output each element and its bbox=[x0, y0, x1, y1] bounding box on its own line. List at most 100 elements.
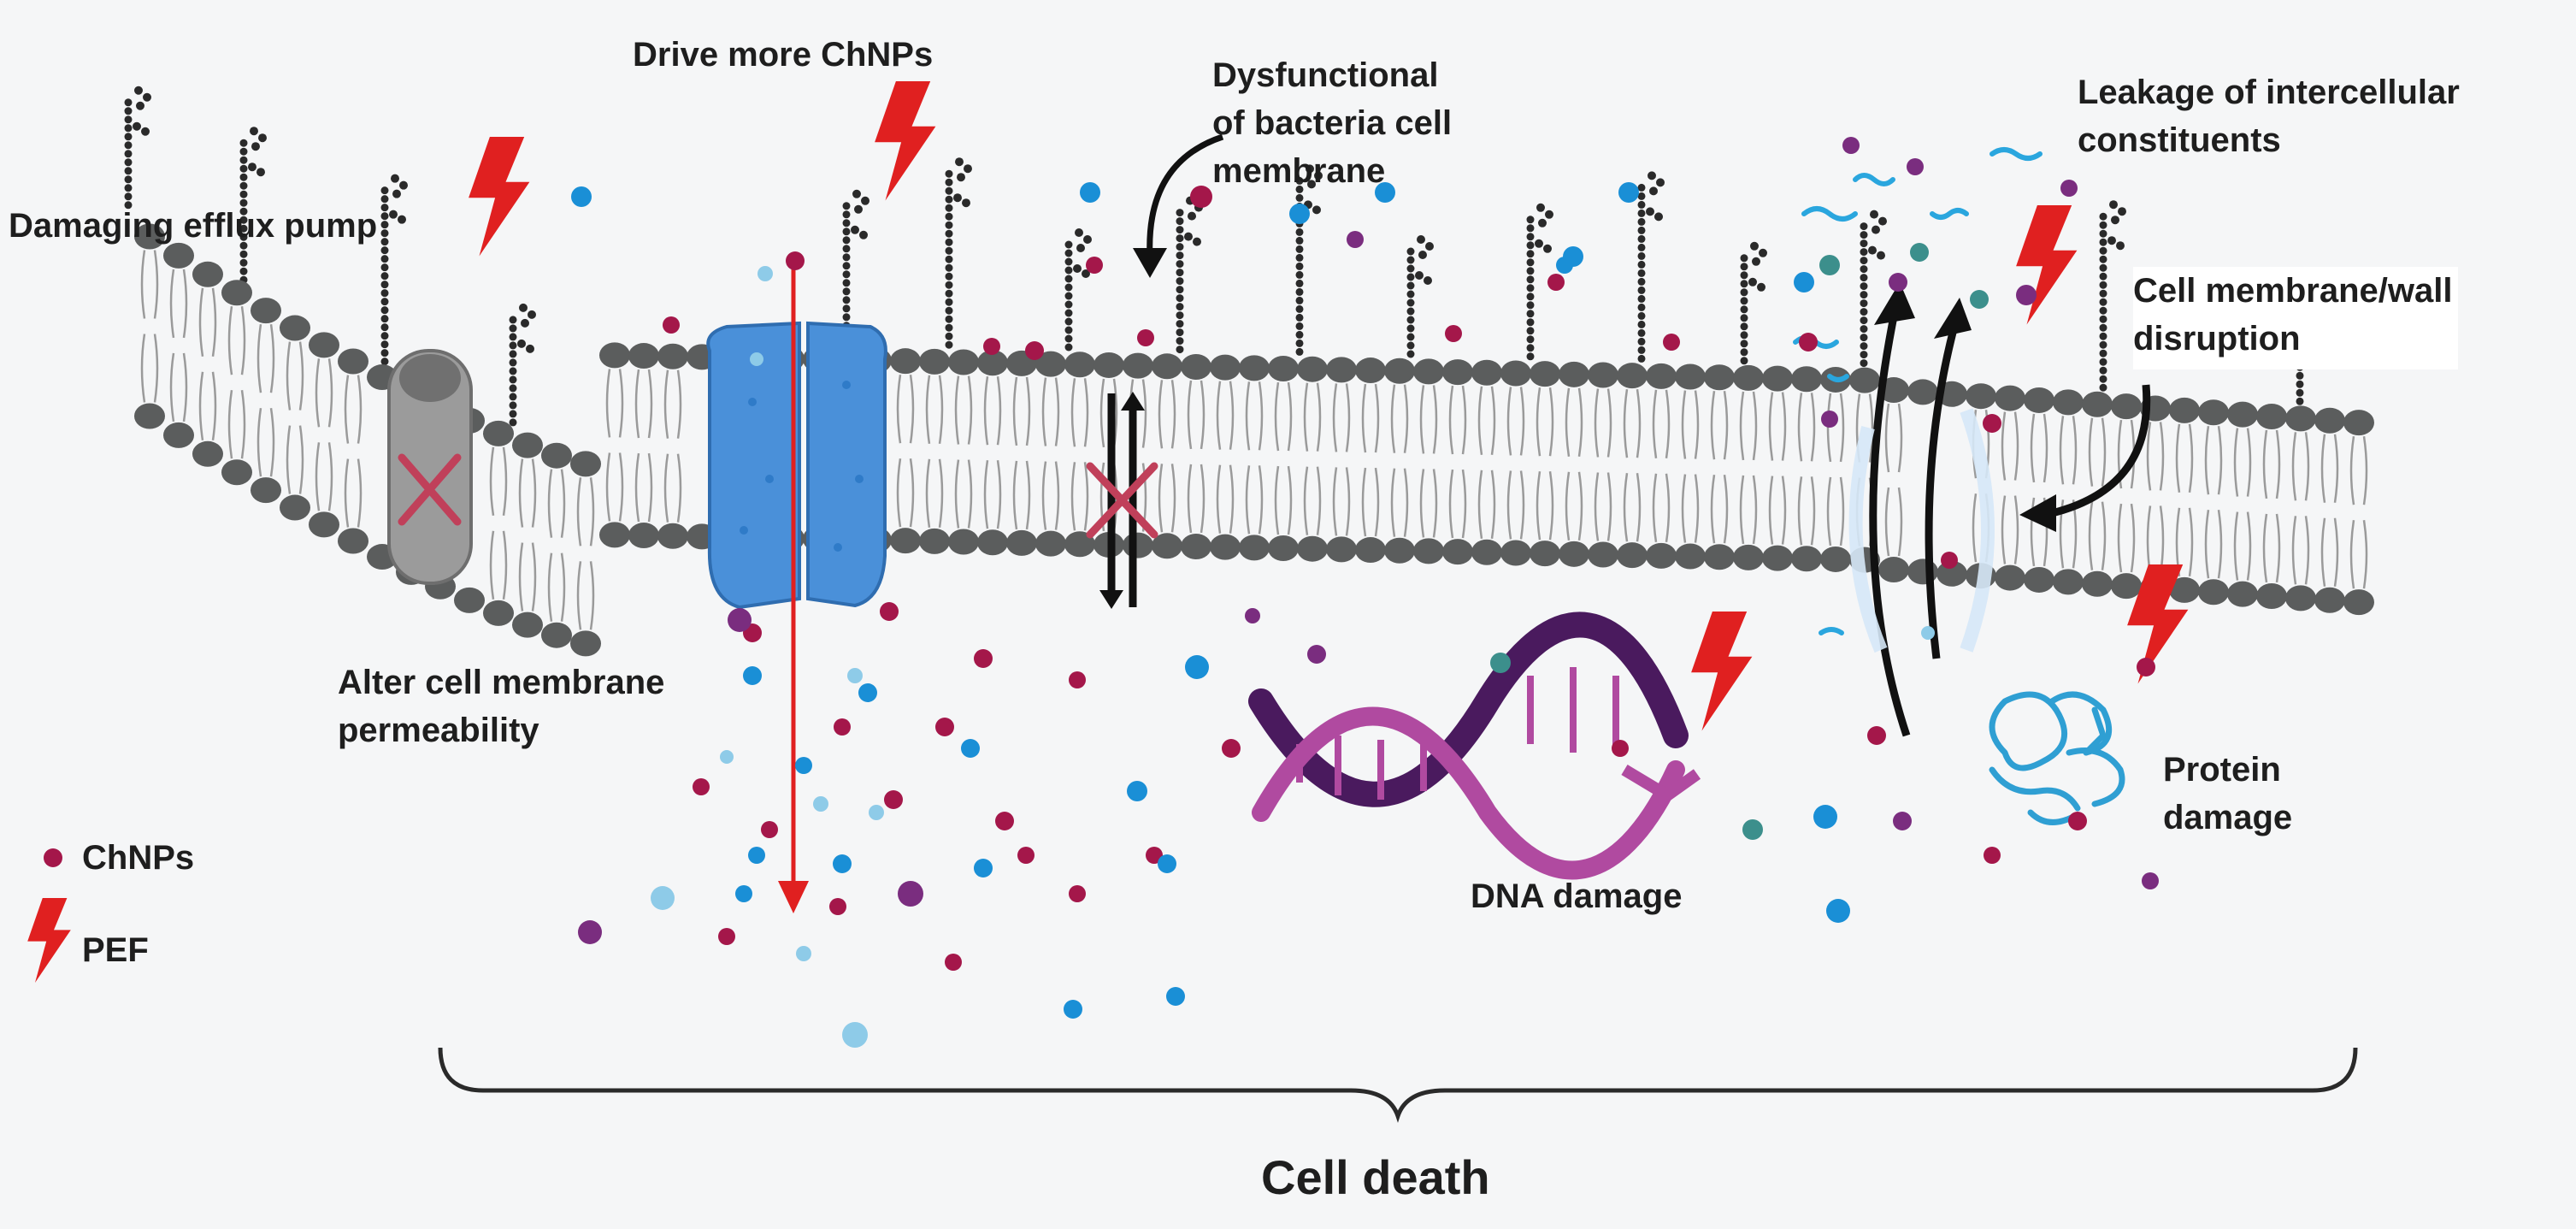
label-line: disruption bbox=[2133, 320, 2301, 357]
lipid-tail bbox=[2349, 435, 2368, 589]
lipid-head bbox=[192, 261, 223, 287]
lipid-head bbox=[948, 529, 979, 555]
lipid-head bbox=[2111, 573, 2142, 600]
lipid-head bbox=[280, 494, 310, 521]
lipid-tail bbox=[954, 375, 973, 529]
lipid-tail bbox=[2233, 428, 2252, 581]
channel-protein-icon bbox=[706, 321, 887, 610]
lipid-tail bbox=[1158, 380, 1176, 533]
blue-particle bbox=[743, 666, 762, 685]
chnp-particle bbox=[693, 778, 710, 795]
chnp-particle bbox=[1190, 186, 1212, 208]
lipid-tail bbox=[634, 369, 653, 523]
glycan-chain bbox=[1176, 196, 1203, 354]
chnp-particle bbox=[1069, 885, 1086, 902]
lipid-head bbox=[2227, 401, 2258, 428]
chnp-particle bbox=[1146, 847, 1163, 864]
membrane-rupture bbox=[1848, 408, 1995, 653]
lipid-tail bbox=[663, 369, 682, 523]
chnp-particle bbox=[1663, 334, 1680, 351]
lipid-head bbox=[1181, 533, 1211, 559]
lipid-head bbox=[2256, 582, 2287, 609]
purple-particle bbox=[1307, 645, 1326, 664]
lipid-tail bbox=[1099, 378, 1118, 532]
blue-particle bbox=[748, 847, 765, 864]
lipid-head bbox=[1297, 356, 1328, 382]
lipid-tail bbox=[1332, 383, 1351, 536]
lipid-head bbox=[1384, 537, 1415, 564]
lipid-head bbox=[1268, 356, 1299, 382]
chnp-particle bbox=[2068, 812, 2087, 830]
chnp-particle bbox=[1867, 726, 1886, 745]
glycan-chain bbox=[509, 303, 536, 427]
lipid-tail bbox=[1536, 387, 1554, 541]
lipid-head bbox=[1559, 541, 1589, 567]
chnp-particle bbox=[1984, 847, 2001, 864]
lipid-head bbox=[2082, 570, 2113, 597]
blue-particle bbox=[1794, 272, 1814, 292]
lipid-tail bbox=[169, 269, 188, 422]
lipid-tail bbox=[1652, 389, 1671, 543]
lipid-tail bbox=[896, 374, 915, 528]
lipid-tail bbox=[2059, 416, 2078, 569]
glycan-chain bbox=[239, 127, 267, 284]
lipid-tail bbox=[344, 375, 363, 528]
chnp-particle bbox=[2137, 658, 2155, 677]
lipid-head bbox=[1326, 536, 1357, 563]
teal-particle bbox=[1910, 243, 1929, 262]
lipid-tail bbox=[2262, 429, 2281, 583]
lipid-head bbox=[977, 350, 1008, 376]
arrow-icon bbox=[2019, 494, 2056, 532]
lipid-head bbox=[2053, 569, 2084, 595]
label-line: Protein bbox=[2163, 751, 2281, 789]
lipid-tail bbox=[286, 341, 304, 494]
lipid-head bbox=[1442, 359, 1473, 386]
label-line: damage bbox=[2163, 799, 2293, 836]
lipid-head bbox=[1064, 531, 1095, 558]
glycan-chain bbox=[124, 86, 151, 210]
lipid-head bbox=[1355, 357, 1386, 384]
light-particle bbox=[757, 266, 773, 281]
chnp-particle bbox=[1222, 739, 1241, 758]
lipid-head bbox=[1442, 539, 1473, 565]
lipid-tail bbox=[1012, 376, 1031, 530]
lipid-head bbox=[2082, 391, 2113, 417]
lipid-tail bbox=[227, 306, 246, 459]
lipid-head bbox=[2256, 403, 2287, 429]
lipid-head bbox=[2198, 579, 2229, 606]
label-line: Alter cell membrane bbox=[338, 664, 665, 701]
lipid-tail bbox=[1216, 381, 1235, 534]
arrow-icon bbox=[2050, 384, 2151, 517]
lipid-head bbox=[657, 523, 688, 549]
lipid-tail bbox=[489, 446, 508, 600]
lipid-head bbox=[1675, 543, 1706, 570]
label-line: membrane bbox=[1212, 152, 1386, 190]
lipid-tail bbox=[1448, 385, 1467, 539]
teal-particle bbox=[1742, 819, 1763, 840]
lipid-tail bbox=[605, 369, 624, 522]
lipid-head bbox=[163, 422, 194, 448]
lipid-tail bbox=[1187, 380, 1205, 534]
arrow-icon bbox=[778, 257, 809, 913]
lipid-head bbox=[309, 511, 339, 538]
lipid-tail bbox=[925, 375, 944, 529]
lipid-head bbox=[2169, 576, 2200, 603]
lipid-head bbox=[221, 280, 252, 306]
purple-particle bbox=[2016, 285, 2037, 305]
lipid-head bbox=[1210, 354, 1241, 381]
lipid-tail bbox=[2117, 419, 2136, 573]
protein-icon bbox=[1989, 691, 2125, 825]
lipid-head bbox=[512, 432, 543, 458]
chnp-particle bbox=[1983, 414, 2001, 433]
label-protein-damage: Protein damage bbox=[2163, 746, 2292, 842]
light-particle bbox=[651, 886, 675, 910]
lipid-head bbox=[1646, 542, 1677, 569]
glycan-chain bbox=[842, 189, 869, 347]
chnp-particle bbox=[829, 898, 846, 915]
label-leakage: Leakage of intercellular constituents bbox=[2078, 68, 2460, 164]
lipid-head bbox=[1849, 367, 1880, 393]
lipid-head bbox=[2285, 405, 2316, 432]
lipid-head bbox=[1559, 361, 1589, 387]
blue-particle bbox=[1289, 204, 1310, 224]
lipid-tail bbox=[315, 358, 333, 511]
